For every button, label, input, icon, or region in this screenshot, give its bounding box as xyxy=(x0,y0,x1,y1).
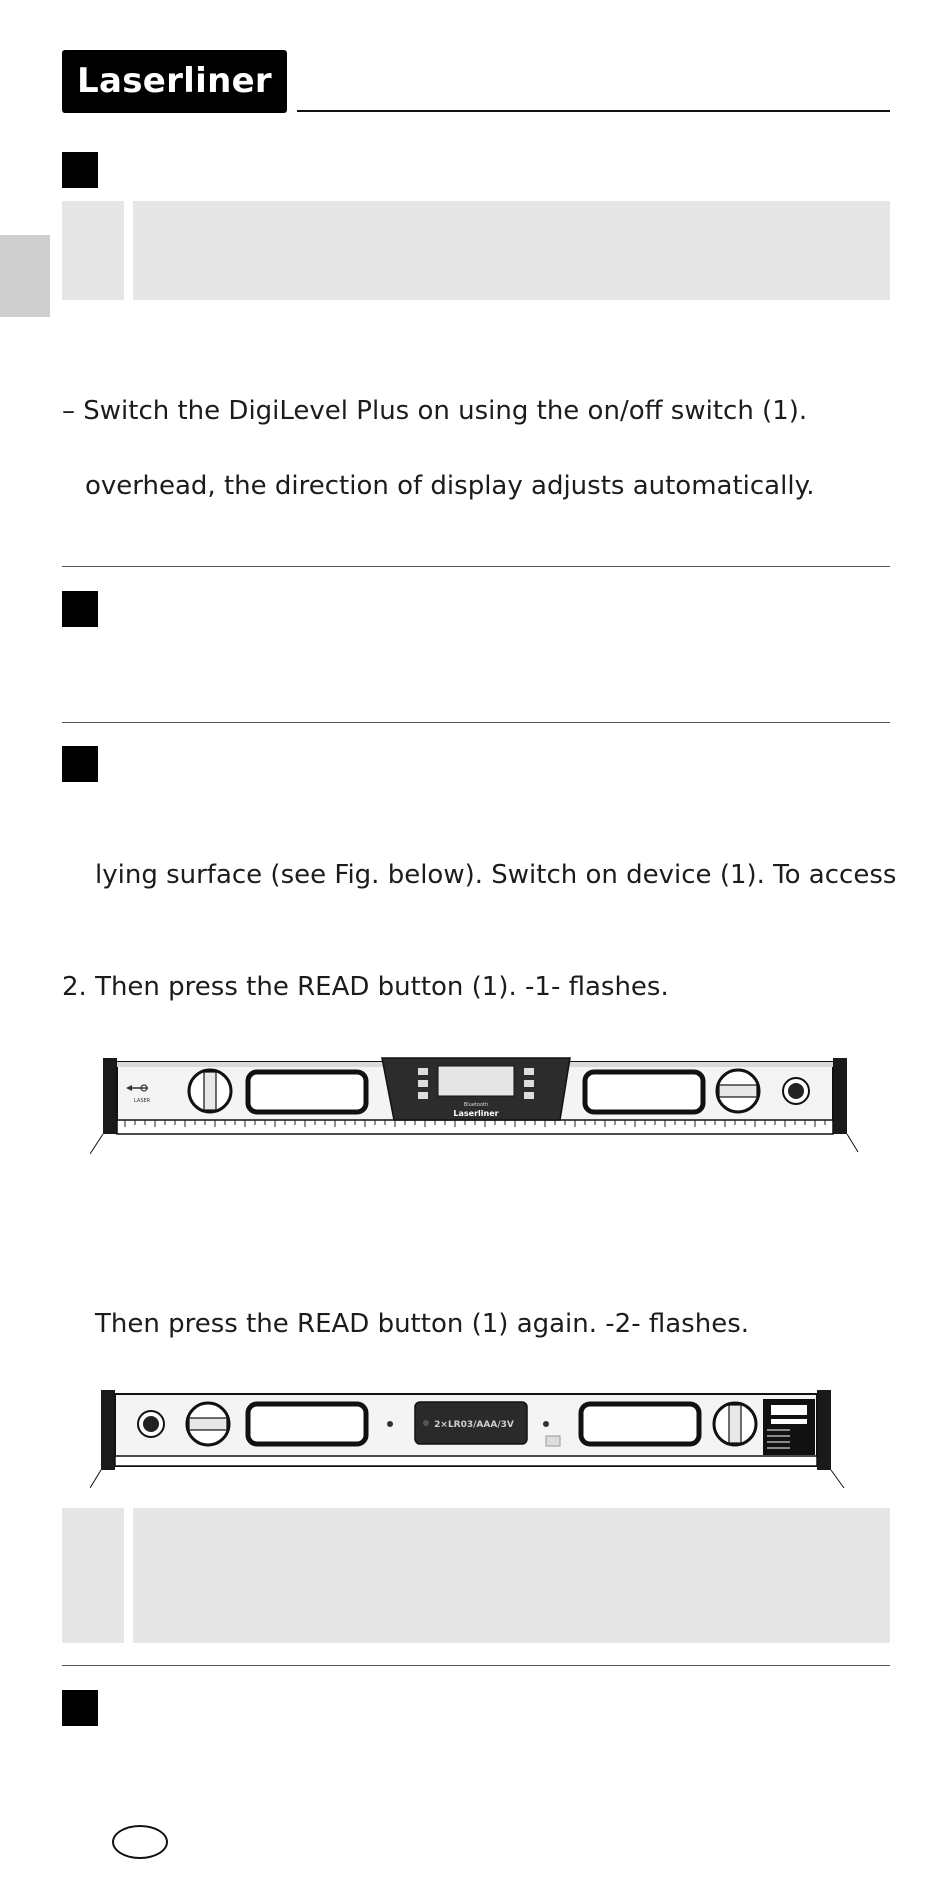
section-marker xyxy=(62,746,98,782)
note-panel xyxy=(133,201,890,300)
battery-label: 2×LR03/AAA/3V xyxy=(434,1420,514,1430)
instruction-lying-surface: lying surface (see Fig. below). Switch o… xyxy=(95,860,897,890)
section-marker xyxy=(62,591,98,627)
note-icon-panel xyxy=(62,1508,124,1643)
instruction-step-2: 2. Then press the READ button (1). -1- f… xyxy=(62,972,669,1002)
display-label: Bluetooth xyxy=(464,1102,488,1108)
instruction-overhead: overhead, the direction of display adjus… xyxy=(85,471,815,501)
level-front-figure: LASER Bluetooth Laserliner xyxy=(90,1057,859,1155)
section-divider xyxy=(62,1665,890,1666)
section-divider xyxy=(62,566,890,567)
level-back-figure: 2×LR03/AAA/3V xyxy=(90,1390,845,1489)
instruction-read-again: Then press the READ button (1) again. -2… xyxy=(95,1309,749,1339)
section-marker xyxy=(62,152,98,188)
instruction-switch-on: – Switch the DigiLevel Plus on using the… xyxy=(62,396,808,426)
display-brand-label: Laserliner xyxy=(453,1109,498,1118)
language-oval-icon xyxy=(112,1825,168,1859)
section-divider xyxy=(62,722,890,723)
section-marker xyxy=(62,1690,98,1726)
note-icon-panel xyxy=(62,201,124,300)
side-tab xyxy=(0,235,50,317)
brand-logo: Laserliner xyxy=(62,50,287,113)
laser-label: LASER xyxy=(134,1098,151,1104)
note-panel xyxy=(133,1508,890,1643)
header-rule xyxy=(297,110,890,112)
